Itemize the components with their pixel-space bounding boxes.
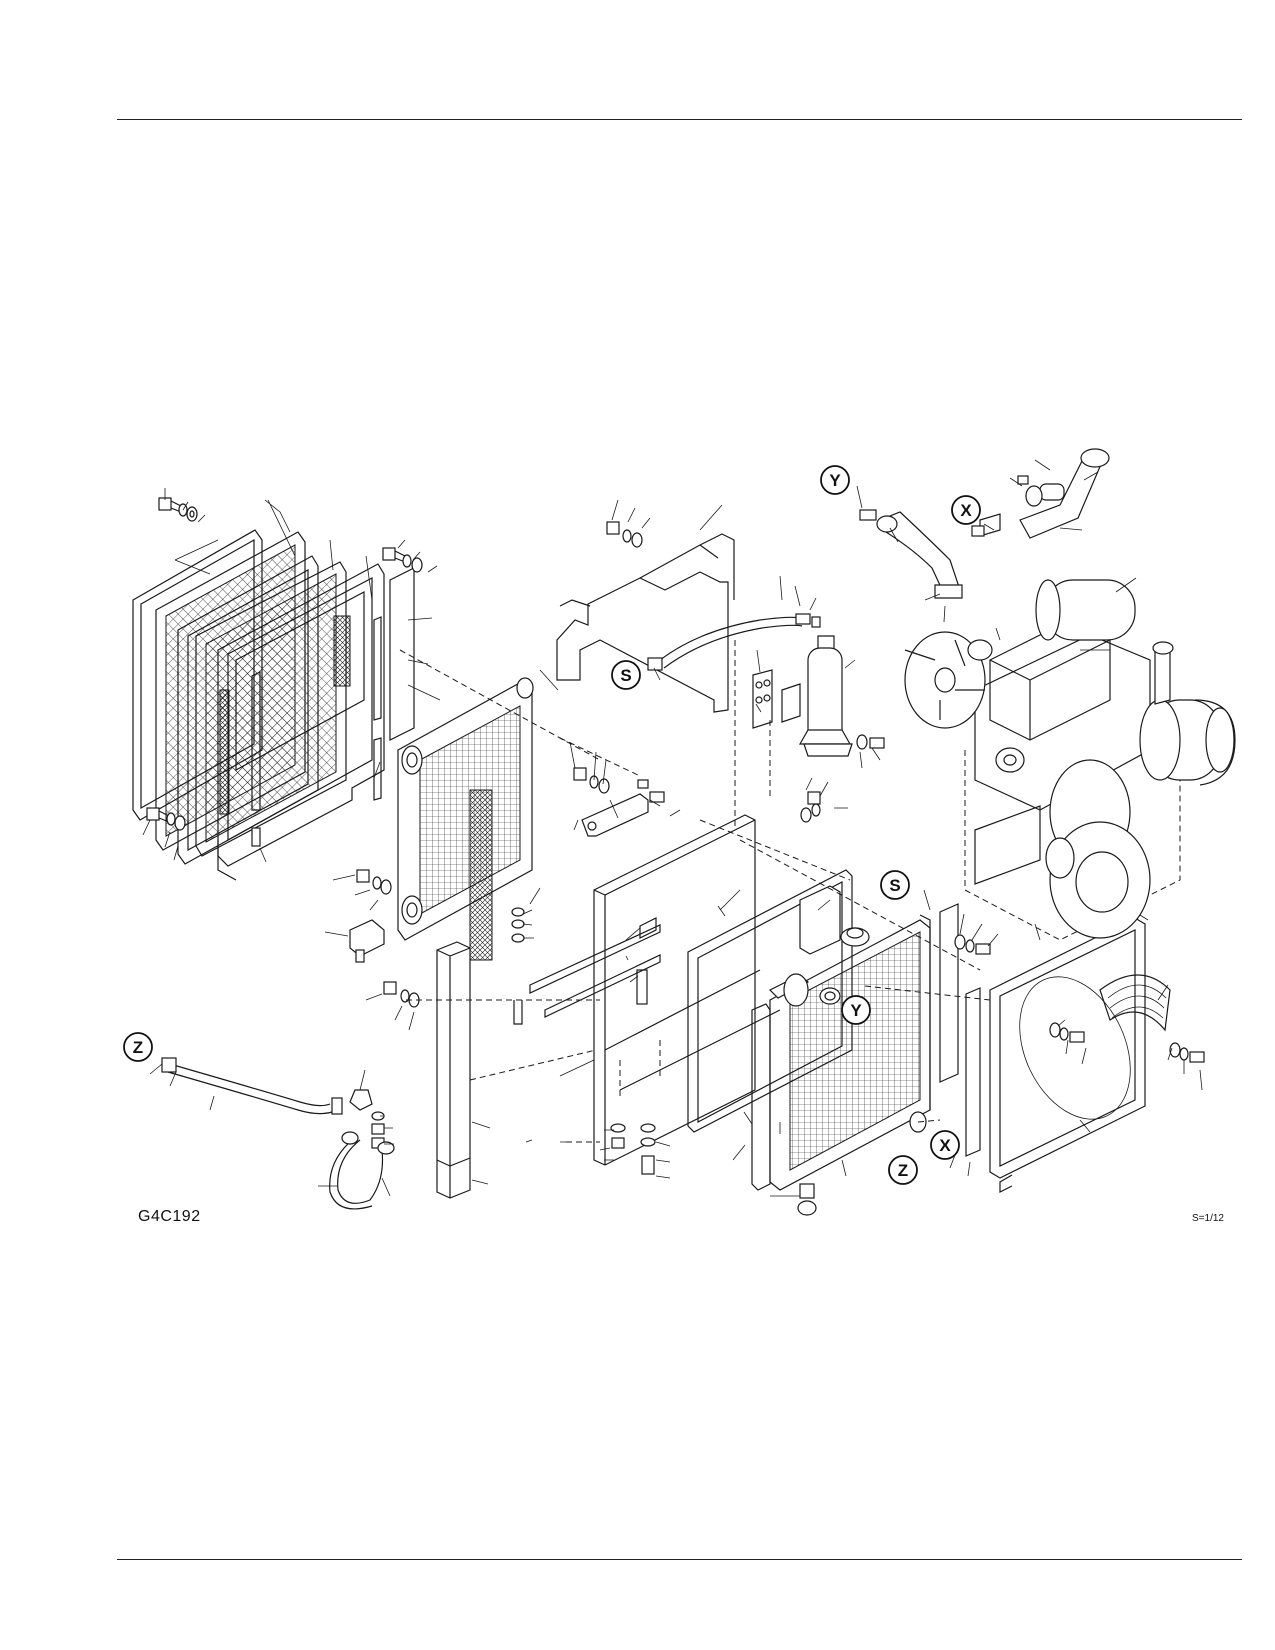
callout-X-lower: X — [930, 1130, 960, 1160]
receiver-hose — [647, 613, 821, 671]
side-bracket — [581, 793, 649, 837]
footer-rule — [117, 1559, 1242, 1560]
svg-text:Y: Y — [850, 1001, 862, 1020]
leader-lines — [142, 459, 1203, 1197]
bolt-set-shroud-lower — [1049, 1022, 1205, 1063]
svg-text:X: X — [960, 501, 972, 520]
frame-seal-strip — [529, 924, 661, 1018]
bolt-set-lower-left — [146, 807, 186, 831]
callout-S-right: S — [880, 870, 910, 900]
callout-Y-lower: Y — [841, 995, 871, 1025]
svg-text:X: X — [939, 1136, 951, 1155]
callout-Z-lower: Z — [888, 1155, 918, 1185]
alignment-lines — [399, 640, 991, 1143]
figure-id: G4C192 — [138, 1208, 201, 1225]
elbow-fitting — [349, 919, 385, 963]
figure-scale: S=1/12 — [1192, 1213, 1224, 1224]
bolt-set-radiator — [954, 934, 991, 955]
fan-shroud — [989, 917, 1171, 1193]
exploded-parts-diagram: Y X S S Y Z X Z — [123, 448, 1236, 1216]
receiver-drier — [798, 635, 853, 757]
screen-stack — [132, 529, 415, 881]
svg-text:Y: Y — [829, 471, 841, 490]
lower-hose — [971, 448, 1110, 539]
svg-text:Z: Z — [898, 1161, 908, 1180]
svg-text:Z: Z — [133, 1038, 143, 1057]
callout-Z-left: Z — [123, 1032, 153, 1062]
callout-X-upper: X — [951, 495, 981, 525]
svg-text:S: S — [620, 666, 631, 685]
engine-assembly — [904, 579, 1236, 941]
drier-bracket — [752, 669, 801, 729]
bolt-set-shroud — [606, 521, 643, 548]
rubber-mount — [939, 903, 981, 1157]
callout-Y-upper: Y — [820, 465, 850, 495]
svg-text:S: S — [889, 876, 900, 895]
upper-hose — [859, 509, 963, 599]
drain-hose — [161, 1057, 395, 1210]
radiator-core — [751, 914, 931, 1216]
header-rule — [117, 119, 1242, 120]
reserve-tank — [799, 885, 841, 955]
seal-strip-vertical — [436, 941, 471, 1199]
callout-S-left: S — [611, 660, 641, 690]
filler-cap — [840, 927, 870, 947]
nut-washers-oil-cooler — [356, 869, 420, 1008]
bolt-set-frame — [573, 767, 821, 823]
upper-shroud — [556, 533, 735, 713]
mount-studs — [511, 907, 656, 1175]
bolt-set-drier — [856, 734, 885, 750]
oil-cooler — [397, 677, 534, 961]
